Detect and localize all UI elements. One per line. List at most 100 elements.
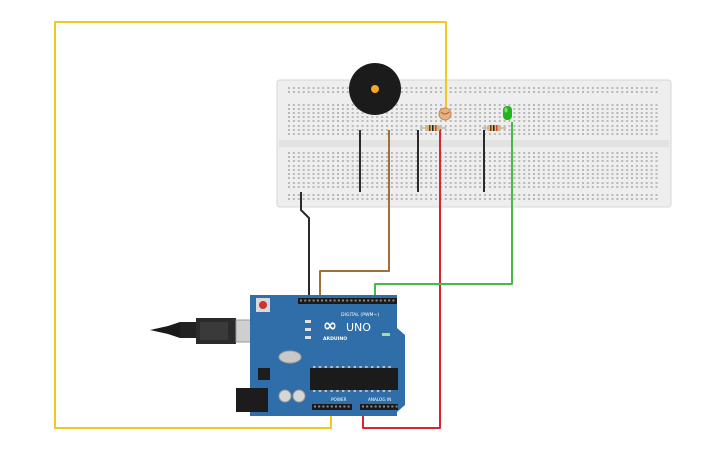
breadboard-hole [322, 177, 325, 179]
usb-cable[interactable] [150, 318, 267, 344]
breadboard-hole [611, 182, 614, 184]
breadboard-hole [376, 173, 379, 175]
breadboard-hole [386, 173, 388, 175]
breadboard-hole [616, 165, 619, 167]
buzzer[interactable] [349, 63, 401, 115]
breadboard-hole [572, 116, 575, 118]
breadboard-hole [552, 133, 555, 135]
breadboard-hole [386, 116, 388, 118]
wire-black-ground[interactable] [300, 192, 310, 298]
arduino-uno-board[interactable]: DIGITAL (PWM~) ∞ UNO ARDUINO POWER ANALO… [236, 295, 405, 416]
breadboard-hole [493, 160, 496, 162]
breadboard-hole [297, 125, 300, 127]
breadboard-hole [586, 133, 589, 135]
breadboard-hole [498, 173, 501, 175]
breadboard-hole [351, 173, 354, 175]
chip-pin [365, 390, 368, 392]
breadboard-hole [655, 91, 658, 93]
breadboard-hole [650, 129, 653, 131]
breadboard-hole [469, 108, 472, 110]
breadboard-hole [341, 169, 344, 171]
breadboard-hole [498, 120, 501, 122]
header-pin [339, 405, 342, 408]
breadboard-hole [611, 133, 614, 135]
breadboard-hole [562, 169, 565, 171]
breadboard-hole [562, 173, 565, 175]
breadboard-hole [337, 194, 339, 196]
breadboard-hole [322, 129, 325, 131]
breadboard-hole [464, 194, 467, 196]
breadboard-hole [533, 112, 535, 114]
breadboard-hole [586, 169, 589, 171]
breadboard-hole [547, 116, 550, 118]
breadboard-hole [322, 125, 325, 127]
breadboard-hole [288, 116, 290, 118]
breadboard-hole [317, 173, 320, 175]
breadboard-hole [420, 129, 423, 131]
breadboard-hole [351, 133, 354, 135]
breadboard-hole [439, 125, 442, 127]
breadboard-hole [493, 186, 496, 188]
chip-pin [342, 390, 345, 392]
led[interactable] [503, 106, 512, 120]
breadboard-hole [390, 116, 393, 118]
wire-yellow[interactable] [54, 21, 447, 429]
wire-red[interactable] [362, 129, 441, 429]
breadboard-hole [606, 156, 609, 158]
breadboard-hole [640, 120, 643, 122]
breadboard-hole [586, 152, 589, 154]
breadboard-hole [513, 104, 516, 106]
breadboard-hole [552, 186, 555, 188]
header-pin [300, 299, 302, 302]
breadboard-hole [337, 186, 339, 188]
breadboard-hole [577, 104, 580, 106]
breadboard-hole [361, 177, 364, 179]
breadboard-hole [479, 129, 482, 131]
breadboard-hole [361, 133, 364, 135]
header-pin [329, 299, 332, 302]
breadboard-hole [552, 125, 555, 127]
breadboard-hole [596, 165, 599, 167]
breadboard-hole [332, 125, 335, 127]
breadboard-hole [410, 186, 413, 188]
breadboard-hole [650, 116, 653, 118]
resistor-2[interactable] [482, 125, 506, 131]
breadboard[interactable] [276, 79, 672, 208]
breadboard-hole [297, 177, 300, 179]
breadboard-hole [337, 160, 339, 162]
breadboard-hole [621, 182, 624, 184]
breadboard-hole [626, 186, 629, 188]
breadboard-hole [493, 108, 496, 110]
wire-brown[interactable] [319, 130, 390, 298]
buzzer-center [371, 85, 379, 93]
breadboard-hole [484, 112, 486, 114]
breadboard-hole [498, 165, 501, 167]
breadboard-hole [533, 133, 535, 135]
breadboard-hole [317, 152, 320, 154]
breadboard-hole [523, 194, 526, 196]
breadboard-hole [645, 104, 648, 106]
digital-header-pins [300, 299, 395, 302]
breadboard-hole [503, 152, 506, 154]
breadboard-hole [552, 104, 555, 106]
breadboard-hole [567, 116, 570, 118]
breadboard-hole [327, 91, 330, 93]
breadboard-hole [297, 129, 300, 131]
photoresistor[interactable] [438, 107, 452, 121]
breadboard-hole [459, 91, 462, 93]
breadboard-hole [297, 87, 300, 89]
header-pin [318, 405, 321, 408]
breadboard-hole [616, 173, 619, 175]
breadboard-hole [650, 87, 653, 89]
breadboard-hole [312, 152, 315, 154]
resistor-1[interactable] [420, 125, 446, 131]
breadboard-channel [279, 140, 669, 147]
breadboard-hole [523, 120, 526, 122]
breadboard-hole [420, 120, 423, 122]
breadboard-hole [376, 116, 379, 118]
breadboard-hole [582, 112, 584, 114]
wire-green[interactable] [374, 122, 513, 298]
breadboard-hole [322, 104, 325, 106]
breadboard-hole [420, 182, 423, 184]
breadboard-hole [557, 169, 560, 171]
